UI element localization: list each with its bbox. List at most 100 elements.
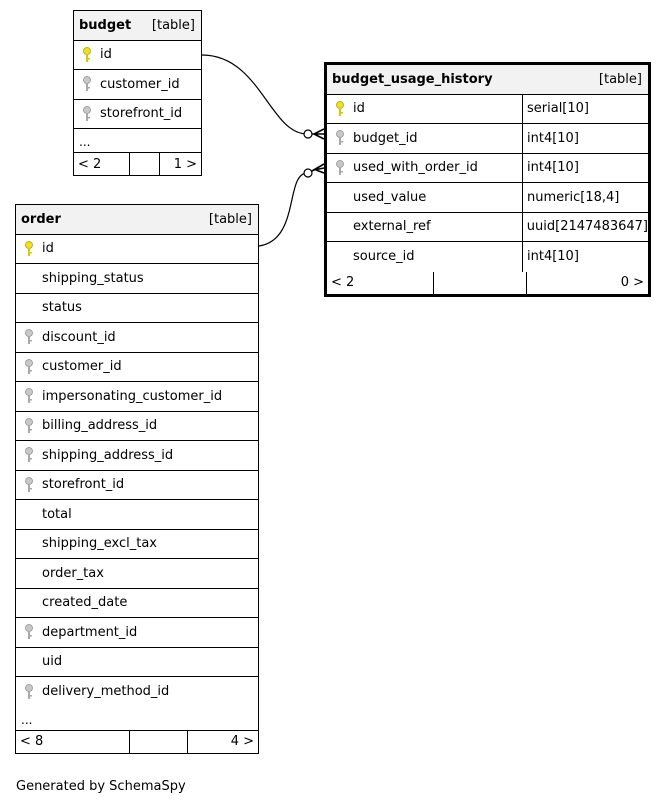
- more-columns: ...: [74, 129, 201, 153]
- column-name: discount_id: [42, 329, 116, 345]
- column-name: uid: [42, 654, 63, 670]
- generated-by-credit: Generated by SchemaSpy: [16, 779, 186, 794]
- table-header: budget [table]: [74, 11, 201, 41]
- table-footer: < 8 4 >: [16, 730, 258, 753]
- column-name: used_with_order_id: [353, 160, 478, 176]
- column-name: id: [42, 241, 54, 257]
- foreign-key-icon: [25, 329, 33, 345]
- primary-key-icon: [336, 100, 344, 116]
- column-row[interactable]: total: [16, 500, 258, 530]
- column-name: department_id: [42, 624, 138, 640]
- column-name: storefront_id: [100, 106, 183, 122]
- children-count[interactable]: 0 >: [526, 271, 648, 294]
- column-name: total: [42, 506, 72, 522]
- parents-count[interactable]: < 2: [78, 156, 102, 172]
- edge-optional-circle: [303, 129, 313, 139]
- foreign-key-icon: [25, 388, 33, 404]
- column-row[interactable]: shipping_address_id: [16, 441, 258, 471]
- column-row[interactable]: used_value numeric[18,4]: [327, 183, 648, 213]
- column-name: used_value: [353, 189, 427, 205]
- foreign-key-icon: [25, 358, 33, 374]
- column-name: storefront_id: [42, 477, 125, 493]
- table-header: budget_usage_history [table]: [327, 65, 648, 95]
- column-row[interactable]: order_tax: [16, 559, 258, 589]
- column-type: int4[10]: [522, 242, 648, 272]
- edge-crowfoot: [312, 128, 325, 140]
- parents-count[interactable]: < 8: [20, 734, 44, 749]
- children-count[interactable]: 1 >: [159, 153, 201, 175]
- column-row[interactable]: discount_id: [16, 323, 258, 353]
- column-row[interactable]: delivery_method_id: [16, 677, 258, 707]
- table-footer: < 2 1 >: [74, 153, 201, 175]
- column-row[interactable]: billing_address_id: [16, 412, 258, 441]
- more-columns: ...: [16, 707, 258, 731]
- column-row[interactable]: storefront_id: [16, 471, 258, 500]
- foreign-key-icon: [336, 159, 344, 175]
- column-row[interactable]: customer_id: [74, 70, 201, 100]
- column-row[interactable]: id serial[10]: [327, 94, 648, 124]
- column-row[interactable]: shipping_status: [16, 264, 258, 294]
- table-header: order [table]: [16, 205, 258, 235]
- column-name: id: [100, 47, 112, 63]
- foreign-key-icon: [336, 130, 344, 146]
- column-name: customer_id: [100, 76, 180, 92]
- column-row[interactable]: customer_id: [16, 353, 258, 382]
- column-name: status: [42, 300, 82, 316]
- column-row[interactable]: id: [74, 41, 201, 70]
- column-name: order_tax: [42, 565, 104, 581]
- foreign-key-icon: [25, 417, 33, 433]
- table-budget-usage-history[interactable]: budget_usage_history [table] id serial[10…: [324, 62, 651, 297]
- foreign-key-icon: [25, 476, 33, 492]
- footer-spacer: [433, 271, 526, 294]
- column-name: source_id: [353, 249, 415, 265]
- column-row[interactable]: used_with_order_id int4[10]: [327, 153, 648, 183]
- foreign-key-icon: [25, 624, 33, 640]
- table-kind: [table]: [151, 17, 195, 33]
- column-row[interactable]: id: [16, 235, 258, 264]
- column-row[interactable]: external_ref uuid[2147483647]: [327, 212, 648, 242]
- column-row[interactable]: source_id int4[10]: [327, 242, 648, 272]
- edge-order-to-budget-usage-history: [258, 172, 308, 247]
- table-name: budget_usage_history: [332, 71, 493, 87]
- column-name: shipping_excl_tax: [42, 536, 157, 552]
- column-type: int4[10]: [522, 153, 648, 182]
- column-name: shipping_address_id: [42, 447, 174, 463]
- foreign-key-icon: [25, 447, 33, 463]
- column-type: numeric[18,4]: [522, 183, 648, 212]
- column-name: created_date: [42, 595, 128, 611]
- column-row[interactable]: storefront_id: [74, 100, 201, 129]
- edge-budget-to-budget-usage-history: [201, 54, 308, 135]
- parents-count[interactable]: < 2: [331, 275, 355, 290]
- primary-key-icon: [83, 46, 91, 62]
- foreign-key-icon: [25, 683, 33, 699]
- table-kind: [table]: [208, 211, 252, 227]
- primary-key-icon: [25, 240, 33, 256]
- column-name: external_ref: [353, 219, 431, 235]
- column-row[interactable]: department_id: [16, 618, 258, 648]
- column-row[interactable]: created_date: [16, 589, 258, 618]
- table-name: order: [21, 211, 61, 227]
- column-name: billing_address_id: [42, 418, 158, 434]
- column-row[interactable]: uid: [16, 648, 258, 677]
- column-row[interactable]: budget_id int4[10]: [327, 124, 648, 154]
- column-name: id: [353, 101, 365, 117]
- foreign-key-icon: [83, 105, 91, 121]
- column-type: int4[10]: [522, 124, 648, 153]
- column-name: budget_id: [353, 130, 418, 146]
- column-row[interactable]: shipping_excl_tax: [16, 530, 258, 559]
- footer-spacer: [129, 153, 159, 175]
- table-name: budget: [79, 17, 132, 33]
- column-row[interactable]: status: [16, 294, 258, 323]
- column-row[interactable]: impersonating_customer_id: [16, 382, 258, 412]
- table-budget[interactable]: budget [table] id customer_id storefront…: [73, 10, 202, 176]
- foreign-key-icon: [83, 76, 91, 92]
- column-name: delivery_method_id: [42, 684, 170, 700]
- table-footer: < 2 0 >: [327, 271, 648, 294]
- children-count[interactable]: 4 >: [187, 730, 258, 753]
- column-type: uuid[2147483647]: [521, 212, 648, 241]
- column-type: serial[10]: [522, 94, 648, 123]
- edge-optional-circle: [303, 168, 313, 178]
- column-name: shipping_status: [42, 270, 144, 286]
